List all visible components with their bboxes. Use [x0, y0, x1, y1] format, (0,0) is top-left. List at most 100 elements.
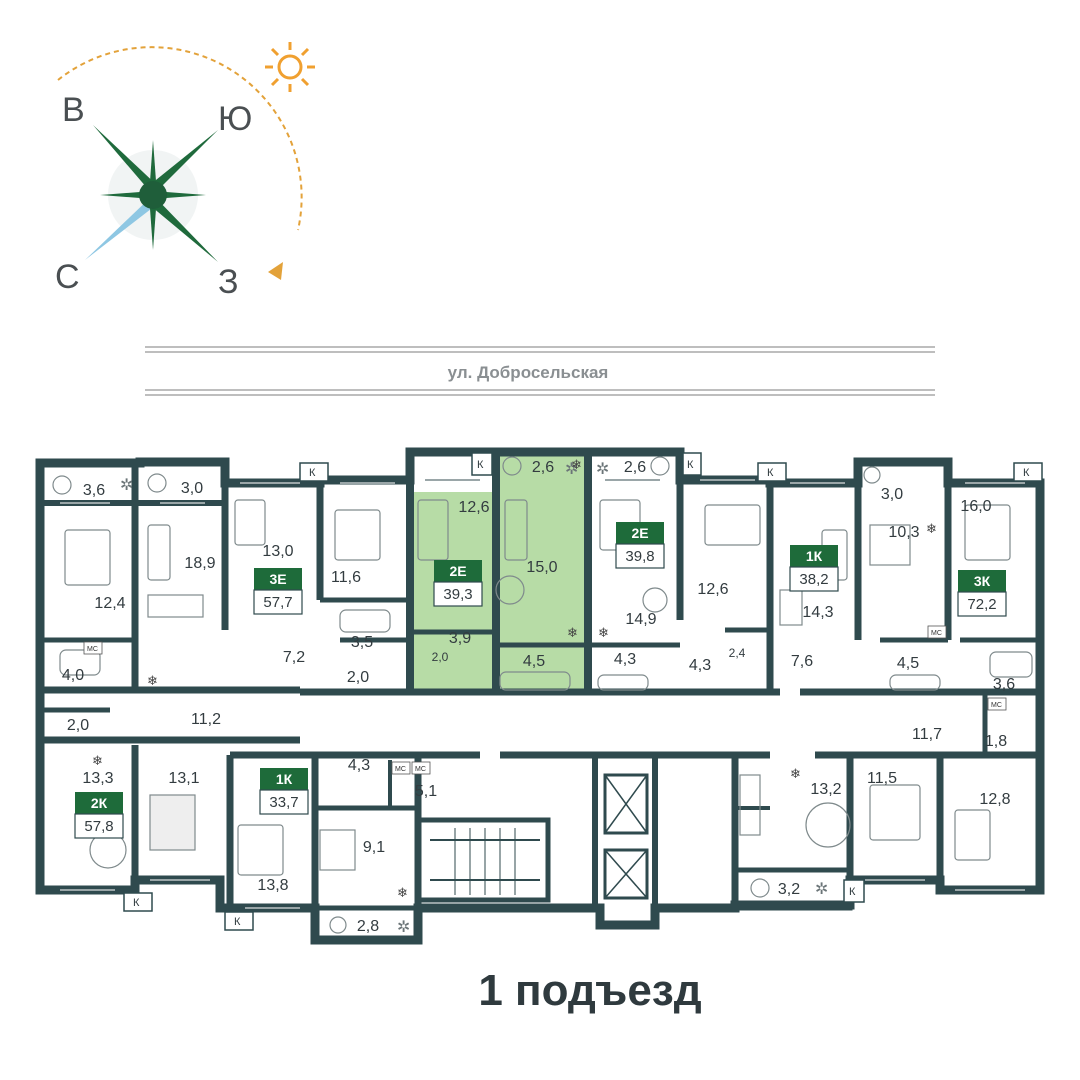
room-area: 11,2 — [191, 711, 221, 728]
plant-icon: ✲ — [565, 459, 578, 478]
room-area: 13,3 — [82, 770, 113, 787]
chair-icon — [750, 878, 770, 898]
bathtub-icon — [339, 609, 391, 633]
chair-icon — [650, 456, 670, 476]
svg-text:39,8: 39,8 — [625, 548, 654, 565]
apartment-badge[interactable]: 3К 72,2 — [957, 570, 1007, 617]
compass-needle-west — [146, 195, 218, 262]
svg-text:1К: 1К — [806, 548, 823, 564]
room-area: 14,9 — [625, 611, 656, 628]
room-area: 1,8 — [985, 733, 1007, 750]
entrance-title: 1 подъезд — [478, 966, 701, 1015]
apartment-badge[interactable]: 2Е 39,3 — [433, 560, 483, 607]
room-area: 4,3 — [689, 657, 711, 674]
chair-icon — [52, 475, 72, 495]
svg-text:К: К — [234, 916, 241, 928]
apartment-badge[interactable]: 1К 38,2 — [789, 545, 839, 592]
snowflake-icon: ❄ — [926, 522, 937, 537]
balcony-marker: К — [224, 911, 254, 931]
room-area: 2,6 — [532, 459, 554, 476]
svg-text:3К: 3К — [974, 573, 991, 589]
bed-icon — [869, 784, 921, 841]
plant-icon: ✲ — [397, 917, 410, 936]
room-area: 11,5 — [867, 770, 897, 787]
bed-icon — [237, 824, 284, 876]
bed-icon — [64, 529, 111, 586]
balcony-decor: ✲ ✲ ✲ ✲ ✲ — [52, 456, 881, 936]
apartment-badges[interactable]: 3Е 57,7 2Е 39,3 2Е 39,8 1К 38,2 3К 72,2 — [74, 522, 1007, 839]
ac-icons: ❄ ❄ ❄ ❄ ❄ ❄ ❄ ❄ — [92, 458, 937, 901]
room-area: 4,3 — [348, 757, 370, 774]
svg-text:57,7: 57,7 — [263, 594, 292, 611]
room-area-labels: 3,6 3,0 2,6 2,6 3,0 16,0 12,6 13,0 18,9 … — [62, 459, 1015, 935]
balcony-marker: К — [682, 452, 702, 476]
balcony-marker: К — [471, 452, 493, 476]
apartment-badge[interactable]: 1К 33,7 — [259, 768, 309, 815]
highlighted-apartment-2e-39-3[interactable] — [410, 452, 588, 692]
snowflake-icon: ❄ — [567, 626, 578, 641]
svg-text:2Е: 2Е — [449, 563, 466, 579]
room-area: 13,0 — [262, 543, 293, 560]
chair-icon — [329, 916, 347, 934]
room-area: 11,7 — [912, 726, 942, 743]
bed-icon — [964, 504, 1011, 561]
bathtub-icon — [989, 651, 1033, 678]
snowflake-icon: ❄ — [147, 674, 158, 689]
bathtub-icon — [597, 674, 649, 691]
rug-icon — [149, 794, 196, 851]
room-area: 3,0 — [881, 486, 903, 503]
street-name: ул. Добросельская — [448, 363, 609, 382]
room-area: 14,3 — [802, 604, 833, 621]
chair-icon — [147, 473, 167, 493]
room-area: 4,0 — [62, 667, 84, 684]
room-area: 13,8 — [257, 877, 288, 894]
utility-mark: МС — [395, 766, 406, 773]
sofa-icon — [147, 524, 171, 581]
plant-icon: ✲ — [815, 879, 828, 898]
wardrobe-icon — [779, 589, 803, 626]
room-area: 2,6 — [624, 459, 646, 476]
compass-center — [139, 181, 167, 209]
room-area: 3,6 — [993, 676, 1015, 693]
room-area: 4,3 — [614, 651, 636, 668]
room-area: 12,6 — [697, 581, 728, 598]
utility-mark: МС — [931, 630, 942, 637]
bed-icon — [334, 509, 381, 561]
apartment-badge[interactable]: 3Е 57,7 — [253, 568, 303, 615]
room-area: 2,8 — [357, 918, 379, 935]
room-area: 5,1 — [415, 783, 437, 800]
svg-text:72,2: 72,2 — [967, 596, 996, 613]
svg-text:3Е: 3Е — [269, 571, 286, 587]
apartment-badge[interactable]: 2К 57,8 — [74, 792, 124, 839]
bathtub-icon — [59, 649, 101, 676]
svg-text:2К: 2К — [91, 795, 108, 811]
room-area: 2,4 — [729, 646, 746, 660]
sun-path-arrow-icon — [268, 262, 283, 280]
snowflake-icon: ❄ — [790, 767, 801, 782]
room-area: 3,2 — [778, 881, 800, 898]
room-area: 10,3 — [888, 524, 919, 541]
room-area: 3,6 — [83, 482, 105, 499]
balcony-markers: К К К К К К К К — [123, 452, 1043, 931]
svg-text:1К: 1К — [276, 771, 293, 787]
room-area: 3,9 — [449, 630, 471, 647]
snowflake-icon: ❄ — [92, 754, 103, 769]
room-area: 12,4 — [94, 595, 125, 612]
room-area: 12,6 — [458, 499, 489, 516]
bathtub-icon — [499, 671, 571, 691]
apartment-badge[interactable]: 2Е 39,8 — [615, 522, 665, 569]
room-area: 16,0 — [960, 498, 991, 515]
chair-icon — [863, 466, 881, 484]
snowflake-icon: ❄ — [397, 886, 408, 901]
utility-mark: МС — [991, 702, 1002, 709]
utility-mark: МС — [87, 646, 98, 653]
room-area: 3,5 — [351, 634, 373, 651]
room-area: 13,2 — [810, 781, 841, 798]
room-area: 13,1 — [168, 770, 199, 787]
room-area: 9,1 — [363, 839, 385, 856]
balcony-marker: К — [123, 892, 153, 912]
room-area: 3,0 — [181, 480, 203, 497]
bed-icon — [704, 504, 761, 546]
snowflake-icon: ❄ — [571, 458, 582, 473]
svg-text:2Е: 2Е — [631, 525, 648, 541]
